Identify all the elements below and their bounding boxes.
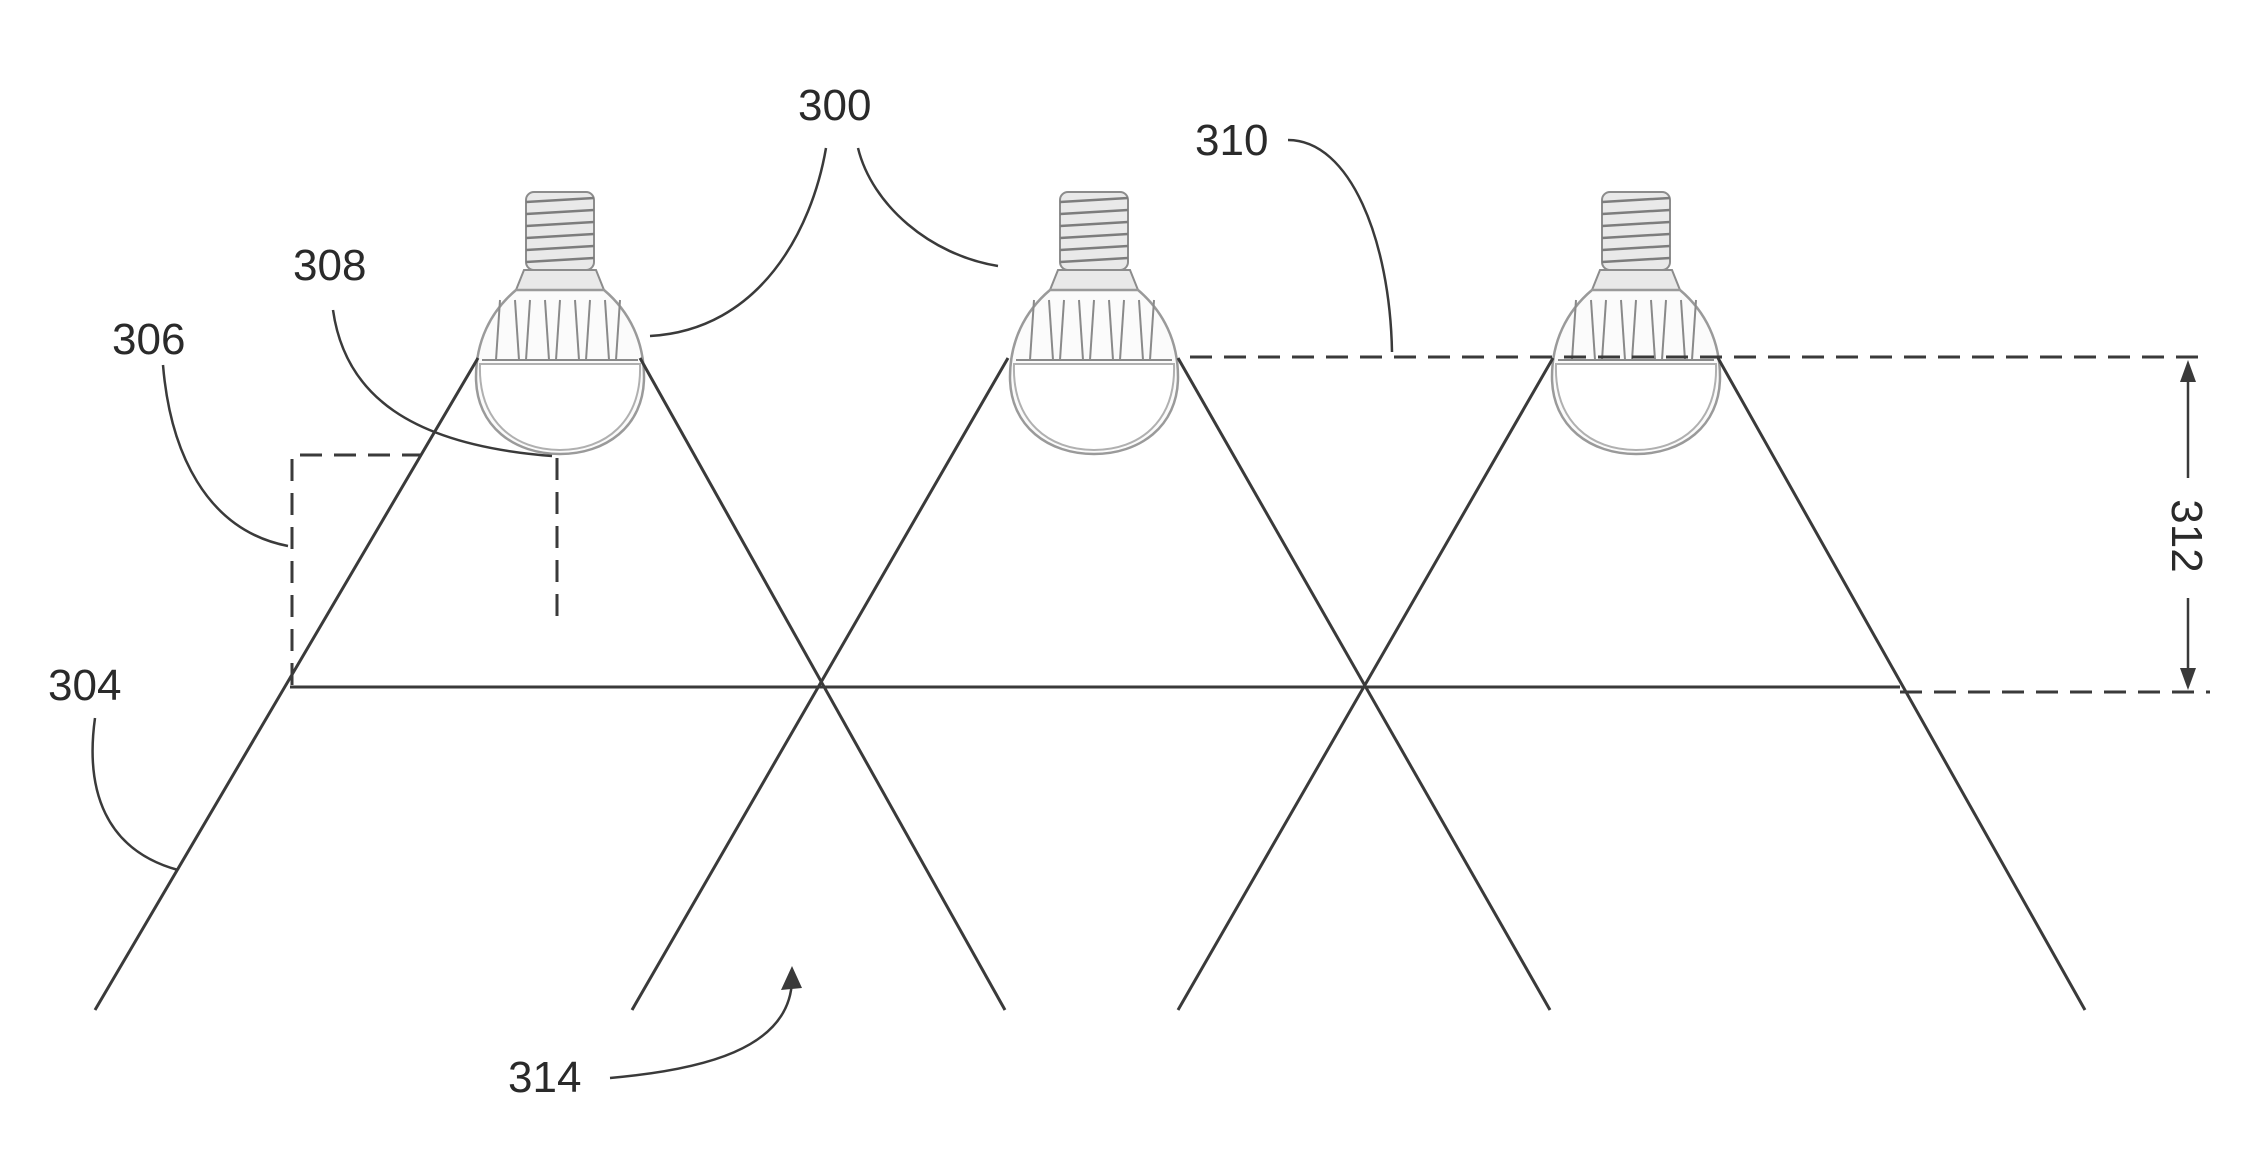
cone-3-right-edge bbox=[1718, 358, 2085, 1010]
label-304: 304 bbox=[48, 661, 121, 710]
light-bulb-icon bbox=[1010, 192, 1178, 454]
leader-310 bbox=[1288, 140, 1392, 352]
label-312: 312 bbox=[2162, 499, 2211, 572]
dimension-312: 312 bbox=[2162, 360, 2211, 690]
light-bulbs bbox=[476, 192, 1720, 454]
arrow-up-icon bbox=[2180, 360, 2196, 382]
label-306: 306 bbox=[112, 315, 185, 364]
light-bulb-icon bbox=[1552, 192, 1720, 454]
leader-300-left bbox=[650, 148, 826, 336]
leader-306 bbox=[163, 365, 288, 546]
label-300: 300 bbox=[798, 81, 871, 130]
leader-314 bbox=[610, 980, 792, 1078]
box-306-outline bbox=[292, 455, 422, 685]
light-cones bbox=[95, 358, 2085, 1010]
light-bulb-icon bbox=[476, 192, 644, 454]
leader-lines bbox=[93, 140, 1392, 1078]
label-310: 310 bbox=[1195, 116, 1268, 165]
arrow-314-icon bbox=[781, 966, 802, 990]
label-314: 314 bbox=[508, 1053, 581, 1102]
label-308: 308 bbox=[293, 241, 366, 290]
leader-300-right bbox=[858, 148, 998, 266]
arrow-down-icon bbox=[2180, 668, 2196, 690]
leader-304 bbox=[93, 718, 178, 870]
